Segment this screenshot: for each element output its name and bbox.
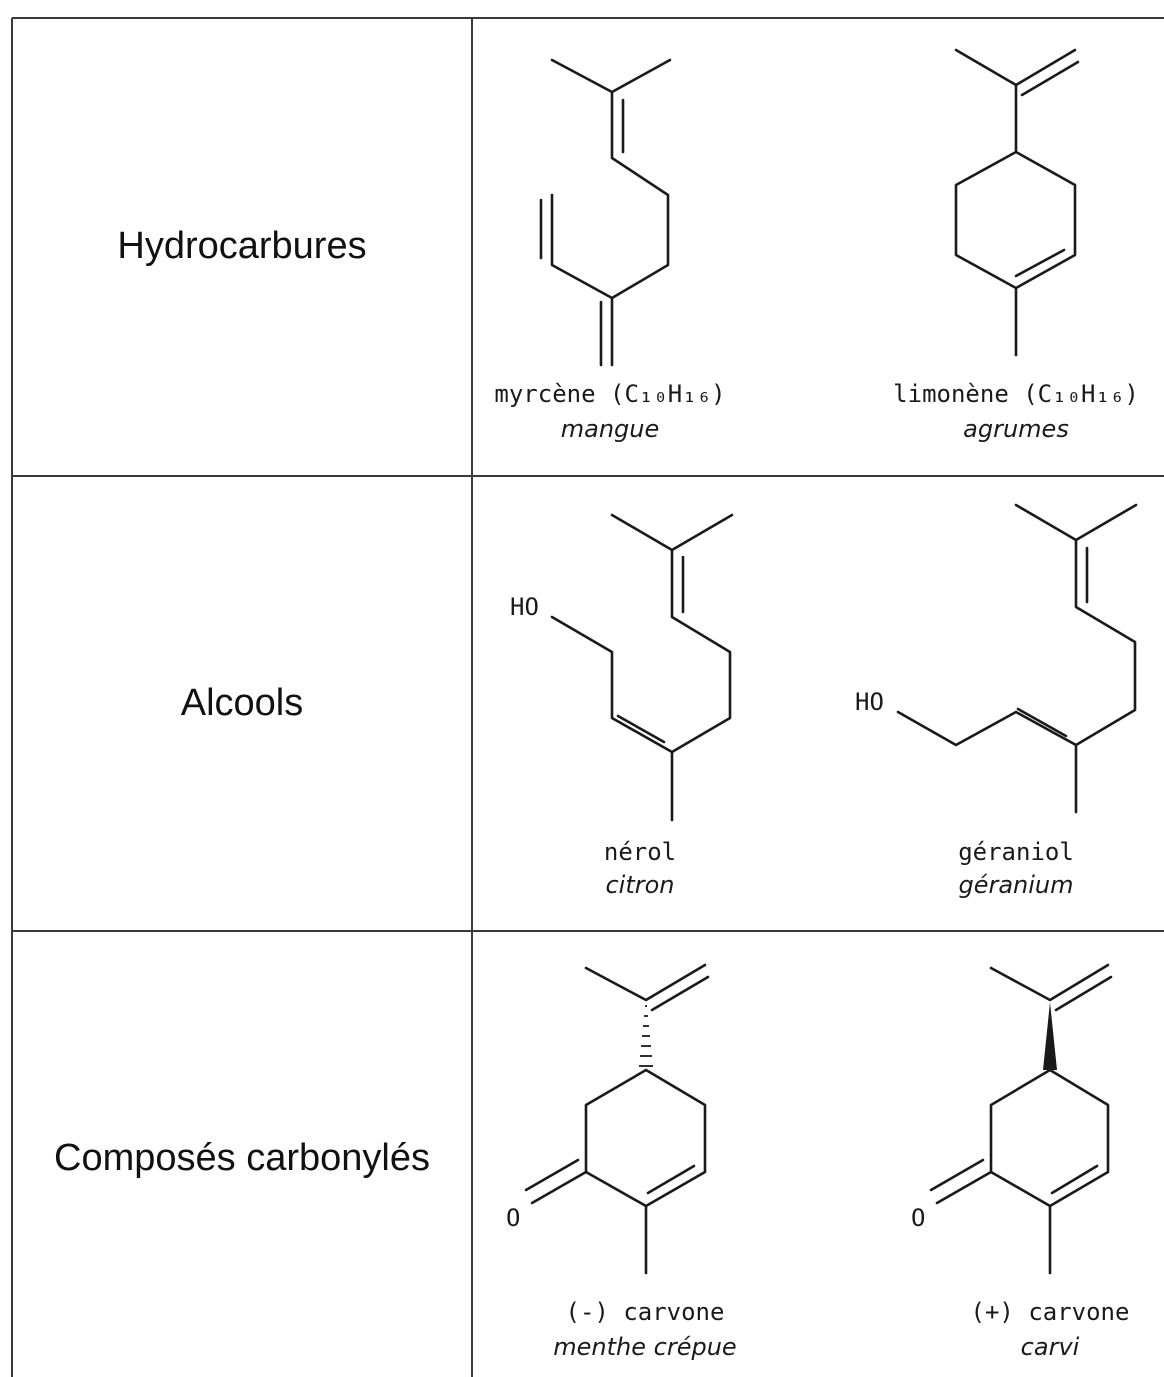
geraniol-hydroxyl: HO (855, 688, 884, 716)
geraniol-structure (896, 503, 1138, 814)
limonene-smell: agrumes (963, 415, 1069, 443)
nerol-name: nérol (604, 838, 676, 866)
wedge-bond (1043, 1002, 1057, 1070)
plus-carvone-smell: carvi (1021, 1333, 1080, 1361)
table-grid (11, 17, 1164, 1377)
geraniol-smell: géranium (958, 871, 1073, 899)
minus-carvone-oxygen: O (506, 1204, 520, 1232)
myrcene-structure (539, 58, 672, 367)
row-label-hydrocarbures: Hydrocarbures (117, 225, 366, 267)
nerol-hydroxyl: HO (510, 593, 539, 621)
nerol-smell: citron (605, 871, 674, 899)
row-label-composes-carbonyles: Composés carbonylés (54, 1137, 430, 1179)
geraniol-name: géraniol (958, 838, 1074, 866)
row-label-alcools: Alcools (181, 682, 304, 724)
myrcene-smell: mangue (561, 415, 660, 443)
limonene-structure (954, 48, 1080, 357)
plus-carvone-oxygen: O (911, 1204, 925, 1232)
minus-carvone-structure (524, 963, 710, 1275)
plus-carvone-structure (929, 963, 1113, 1275)
hashed-bond (639, 1005, 653, 1067)
myrcene-name: myrcène (C₁₀H₁₆) (494, 380, 725, 408)
limonene-name: limonène (C₁₀H₁₆) (893, 380, 1139, 408)
minus-carvone-name: (-) carvone (566, 1298, 725, 1326)
plus-carvone-name: (+) carvone (971, 1298, 1130, 1326)
minus-carvone-smell: menthe crépue (553, 1333, 736, 1361)
nerol-structure (550, 513, 734, 822)
